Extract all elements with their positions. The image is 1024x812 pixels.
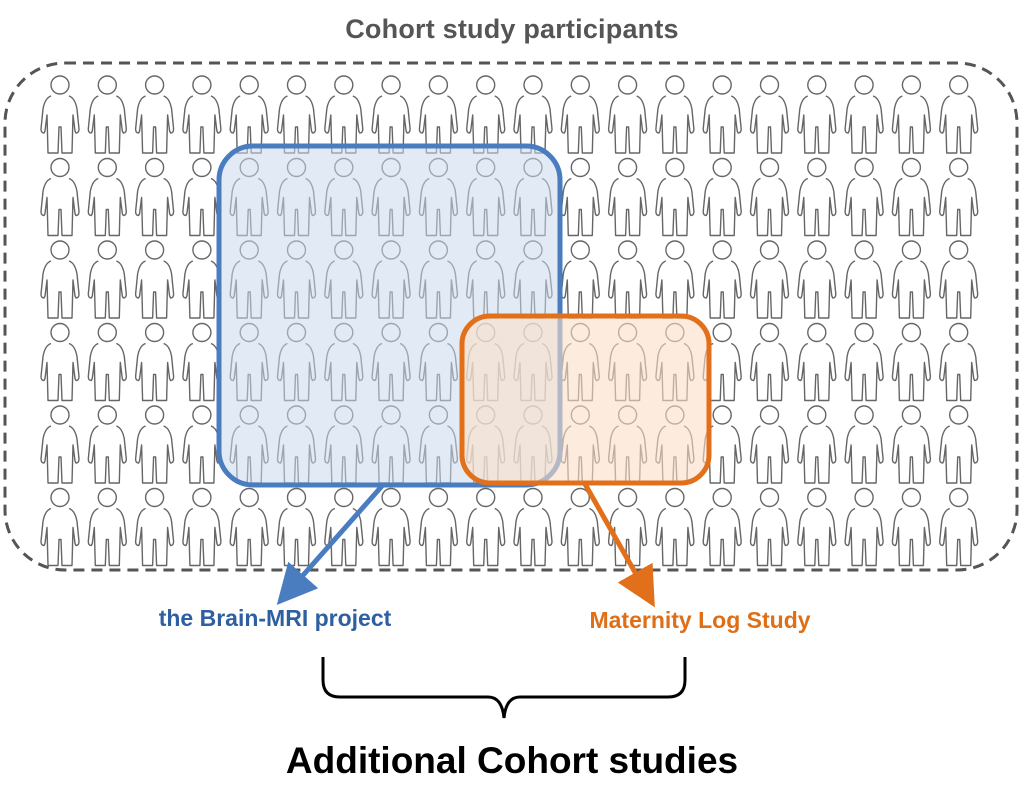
- person-icon: [844, 405, 884, 484]
- person-icon: [607, 157, 648, 237]
- person-icon: [655, 240, 695, 319]
- person-icon: [655, 157, 695, 237]
- person-icon: [87, 75, 128, 154]
- person-icon: [229, 487, 269, 567]
- person-icon: [891, 487, 932, 567]
- person-icon: [702, 157, 742, 237]
- person-icon: [40, 405, 80, 484]
- person-icon: [560, 240, 600, 319]
- person-icon: [939, 75, 979, 154]
- brain-mri-arrow: [276, 484, 384, 605]
- diagram-title: Cohort study participants: [345, 14, 679, 44]
- maternity-arrow: [582, 482, 655, 608]
- person-icon: [749, 75, 790, 154]
- person-icon: [607, 75, 648, 154]
- person-icon: [40, 240, 80, 319]
- person-icon: [276, 487, 317, 567]
- person-icon: [324, 487, 364, 567]
- person-icon: [324, 75, 364, 154]
- person-icon: [418, 75, 459, 154]
- person-icon: [418, 487, 459, 567]
- person-icon: [939, 322, 979, 402]
- person-icon: [844, 487, 884, 567]
- person-icon: [749, 157, 790, 237]
- person-icon: [560, 75, 600, 154]
- person-icon: [797, 487, 837, 567]
- person-icon: [87, 240, 128, 319]
- person-icon: [749, 240, 790, 319]
- person-icon: [182, 487, 222, 567]
- person-icon: [182, 240, 222, 319]
- cohort-boundary: [3, 61, 1019, 572]
- person-icon: [607, 240, 648, 319]
- person-icon: [466, 75, 506, 154]
- person-icon: [371, 487, 411, 567]
- summary-label: Additional Cohort studies: [285, 740, 739, 781]
- maternity-label: Maternity Log Study: [589, 607, 811, 633]
- person-icon: [182, 405, 222, 484]
- person-icon: [797, 157, 837, 237]
- person-icon: [40, 487, 80, 567]
- person-icon: [891, 322, 932, 402]
- person-icon: [749, 322, 790, 402]
- person-icon: [702, 240, 742, 319]
- person-icon: [749, 487, 790, 567]
- person-icon: [702, 75, 742, 154]
- person-icon: [797, 322, 837, 402]
- person-icon: [844, 157, 884, 237]
- person-icon: [607, 487, 648, 567]
- person-icon: [276, 75, 317, 154]
- person-icon: [134, 487, 175, 567]
- person-icon: [797, 240, 837, 319]
- person-icon: [939, 240, 979, 319]
- person-icon: [513, 487, 553, 567]
- person-icon: [797, 75, 837, 154]
- person-icon: [87, 487, 128, 567]
- person-icon: [939, 487, 979, 567]
- person-icon: [655, 487, 695, 567]
- person-icon: [844, 240, 884, 319]
- person-icon: [87, 405, 128, 484]
- person-icon: [939, 405, 979, 484]
- person-icon: [655, 75, 695, 154]
- person-icon: [134, 322, 175, 402]
- person-icon: [40, 157, 80, 237]
- person-icon: [844, 75, 884, 154]
- person-icon: [87, 157, 128, 237]
- person-icon: [891, 75, 932, 154]
- person-icon: [560, 487, 600, 567]
- person-icon: [749, 405, 790, 484]
- person-icon: [87, 322, 128, 402]
- person-icon: [560, 157, 600, 237]
- brain-mri-label: the Brain-MRI project: [158, 605, 392, 631]
- person-icon: [891, 240, 932, 319]
- person-icon: [182, 157, 222, 237]
- person-icon: [182, 75, 222, 154]
- person-icon: [891, 405, 932, 484]
- person-icon: [134, 157, 175, 237]
- person-icon: [134, 405, 175, 484]
- person-icon: [844, 322, 884, 402]
- person-icon: [939, 157, 979, 237]
- person-icon: [891, 157, 932, 237]
- person-icon: [40, 75, 80, 154]
- person-icon: [513, 75, 553, 154]
- grouping-brace: [321, 657, 687, 719]
- person-icon: [702, 487, 742, 567]
- maternity-subgroup-box: [459, 313, 712, 486]
- person-icon: [134, 75, 175, 154]
- person-icon: [466, 487, 506, 567]
- person-icon: [371, 75, 411, 154]
- person-icon: [229, 75, 269, 154]
- person-icon: [182, 322, 222, 402]
- person-icon: [40, 322, 80, 402]
- person-icon: [797, 405, 837, 484]
- person-icon: [134, 240, 175, 319]
